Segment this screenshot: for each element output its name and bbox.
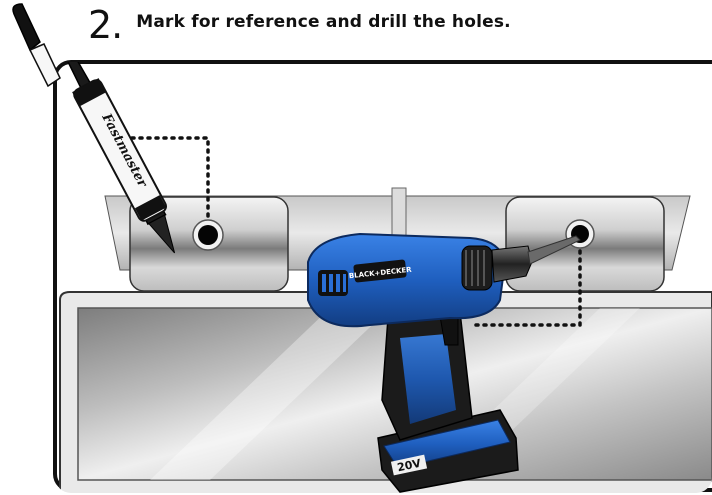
- step-number: 2.: [88, 3, 123, 47]
- reference-dotted-lines: [130, 136, 582, 327]
- right-bracket: [505, 196, 665, 292]
- left-bracket: [129, 196, 289, 292]
- marker-cap: [12, 3, 61, 88]
- cordless-drill: 20V BLACK+DECKER: [307, 232, 581, 493]
- step-instruction: Mark for reference and drill the holes.: [136, 12, 511, 32]
- battery-label: 20V: [396, 457, 422, 475]
- step-header: 2. Mark for reference and drill the hole…: [88, 0, 511, 44]
